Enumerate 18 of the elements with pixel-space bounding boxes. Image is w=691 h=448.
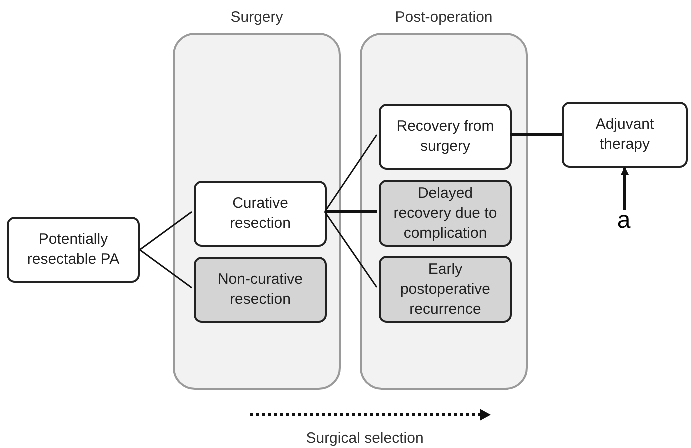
connector-line bbox=[621, 167, 629, 210]
note-letter: a bbox=[612, 208, 636, 234]
connector-line bbox=[324, 212, 378, 288]
process-box: Adjuvant therapy bbox=[562, 102, 688, 168]
connector-line bbox=[324, 210, 378, 214]
process-box: Delayed recovery due to complication bbox=[379, 180, 512, 247]
axis-caption: Surgical selection bbox=[305, 429, 425, 448]
connector-line bbox=[510, 134, 562, 136]
panel-heading: Post-operation bbox=[394, 8, 494, 28]
process-box: Early postoperative recurrence bbox=[379, 256, 512, 323]
connector-line bbox=[140, 211, 192, 251]
process-box: Potentially resectable PA bbox=[7, 217, 140, 283]
process-box: Non-curative resection bbox=[194, 257, 327, 323]
process-box: Recovery from surgery bbox=[379, 104, 512, 170]
process-box: Curative resection bbox=[194, 181, 327, 247]
connector-line bbox=[324, 134, 378, 212]
connector-line bbox=[140, 249, 192, 289]
panel-heading: Surgery bbox=[230, 8, 284, 28]
